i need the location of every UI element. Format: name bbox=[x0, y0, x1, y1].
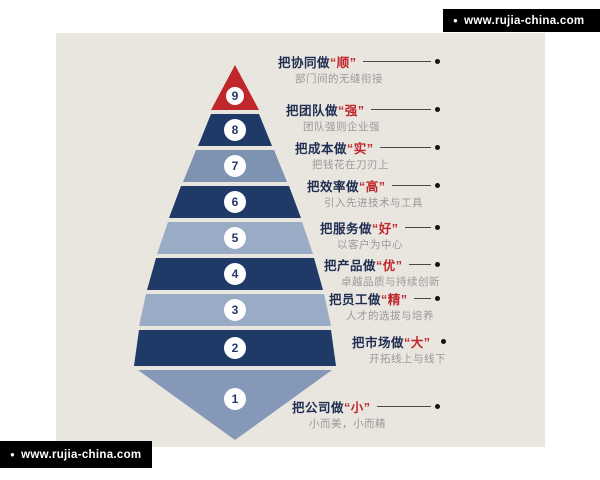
title-accent: “实” bbox=[347, 141, 374, 156]
title-text: 把产品做 bbox=[324, 258, 377, 273]
title-text: 把市场做 bbox=[352, 335, 405, 350]
title-text: 把团队做 bbox=[286, 103, 339, 118]
level-6-title: 把效率做“高” bbox=[307, 176, 386, 195]
level-1-label: 把公司做“小” 小而美，小而精 bbox=[292, 398, 440, 431]
badge-1 bbox=[224, 388, 246, 410]
level-3-subtitle: 人才的选拔与培养 bbox=[346, 310, 434, 322]
title-accent: “顺” bbox=[330, 55, 357, 70]
badge-3 bbox=[224, 299, 246, 321]
title-text: 把效率做 bbox=[307, 179, 360, 194]
title-accent: “小” bbox=[344, 400, 371, 415]
title-accent: “大” bbox=[404, 335, 431, 350]
level-4-label: 把产品做“优” 卓越品质与持续创新 bbox=[324, 256, 440, 289]
level-5-title: 把服务做“好” bbox=[320, 218, 399, 237]
level-9-subtitle: 部门间的无缝衔接 bbox=[295, 73, 383, 85]
leader-line bbox=[376, 405, 431, 407]
title-text: 把公司做 bbox=[292, 400, 345, 415]
level-1-subtitle: 小而美，小而精 bbox=[309, 418, 386, 430]
badge-9-number: 9 bbox=[232, 89, 239, 103]
title-text: 把员工做 bbox=[329, 292, 382, 307]
leader-line bbox=[370, 108, 431, 110]
level-9-label: 把协同做“顺” 部门间的无缝衔接 bbox=[278, 53, 440, 86]
level-3-label: 把员工做“精” 人才的选拔与培养 bbox=[329, 290, 440, 323]
title-text: 把成本做 bbox=[295, 141, 348, 156]
badge-6 bbox=[224, 191, 246, 213]
badge-5-number: 5 bbox=[232, 231, 239, 245]
title-text: 把服务做 bbox=[320, 221, 373, 236]
level-5-label: 把服务做“好” 以客户为中心 bbox=[320, 219, 440, 252]
website-banner-top: ● www.rujia-china.com bbox=[443, 9, 600, 32]
badge-3-number: 3 bbox=[232, 303, 239, 317]
badge-2-number: 2 bbox=[232, 341, 239, 355]
level-4-title: 把产品做“优” bbox=[324, 255, 403, 274]
level-3-title: 把员工做“精” bbox=[329, 289, 408, 308]
badge-6-number: 6 bbox=[232, 195, 239, 209]
title-accent: “高” bbox=[359, 179, 386, 194]
leader-line bbox=[391, 184, 431, 186]
level-2-subtitle: 开拓线上与线下 bbox=[369, 353, 446, 365]
leader-line bbox=[362, 60, 431, 62]
endpoint-dot-icon bbox=[435, 144, 440, 150]
title-text: 把协同做 bbox=[278, 55, 331, 70]
endpoint-dot-icon bbox=[435, 295, 440, 301]
level-2-title: 把市场做“大” bbox=[352, 332, 431, 351]
leader-line bbox=[408, 263, 431, 265]
level-8-title: 把团队做“强” bbox=[286, 100, 365, 119]
endpoint-dot-icon bbox=[435, 106, 440, 112]
badge-7 bbox=[224, 155, 246, 177]
endpoint-dot-icon bbox=[435, 58, 440, 64]
leader-line bbox=[379, 146, 431, 148]
endpoint-dot-icon bbox=[435, 261, 440, 267]
badge-8 bbox=[224, 119, 246, 141]
bullet-icon: ● bbox=[453, 15, 459, 25]
level-2-label: 把市场做“大” 开拓线上与线下 bbox=[352, 332, 446, 366]
level-1-title: 把公司做“小” bbox=[292, 397, 371, 416]
website-banner-bottom: ● www.rujia-china.com bbox=[0, 441, 152, 468]
level-6-subtitle: 引入先进技术与工具 bbox=[324, 197, 423, 209]
badge-9 bbox=[226, 87, 244, 105]
level-9-title: 把协同做“顺” bbox=[278, 52, 357, 71]
level-7-subtitle: 把钱花在刀刃上 bbox=[312, 159, 389, 171]
leader-line bbox=[404, 226, 431, 228]
title-accent: “好” bbox=[372, 221, 399, 236]
badge-4 bbox=[224, 263, 246, 285]
level-5-subtitle: 以客户为中心 bbox=[337, 239, 403, 251]
bullet-icon: ● bbox=[10, 449, 16, 459]
level-4-subtitle: 卓越品质与持续创新 bbox=[341, 276, 440, 288]
title-accent: “精” bbox=[381, 292, 408, 307]
badge-1-number: 1 bbox=[232, 392, 239, 406]
title-accent: “优” bbox=[376, 258, 403, 273]
level-7-title: 把成本做“实” bbox=[295, 138, 374, 157]
website-url: www.rujia-china.com bbox=[464, 14, 585, 27]
badge-5 bbox=[224, 227, 246, 249]
endpoint-dot-icon bbox=[435, 182, 440, 188]
level-8-label: 把团队做“强” 团队强则企业强 bbox=[286, 101, 440, 134]
badge-4-number: 4 bbox=[232, 267, 239, 281]
level-6-label: 把效率做“高” 引入先进技术与工具 bbox=[307, 177, 440, 210]
endpoint-dot-icon bbox=[435, 403, 440, 409]
badge-8-number: 8 bbox=[232, 123, 239, 137]
badge-2 bbox=[224, 337, 246, 359]
title-accent: “强” bbox=[338, 103, 365, 118]
level-7-label: 把成本做“实” 把钱花在刀刃上 bbox=[295, 139, 440, 172]
endpoint-dot-icon bbox=[440, 338, 446, 344]
website-url: www.rujia-china.com bbox=[21, 448, 142, 461]
level-8-subtitle: 团队强则企业强 bbox=[303, 121, 380, 133]
badge-7-number: 7 bbox=[232, 159, 239, 173]
endpoint-dot-icon bbox=[435, 224, 440, 230]
leader-line bbox=[413, 297, 431, 299]
